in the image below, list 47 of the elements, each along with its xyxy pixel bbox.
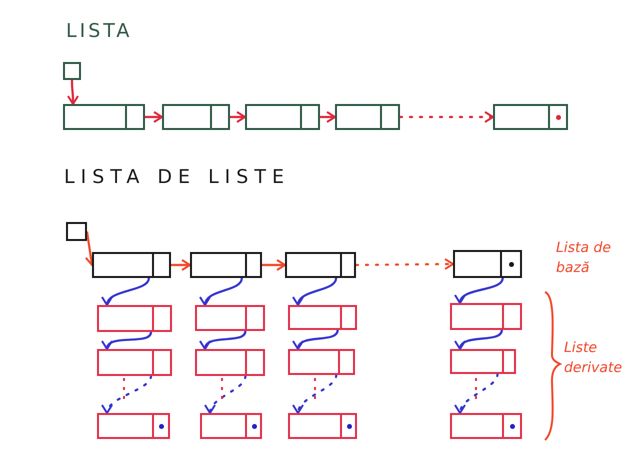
arrow [354, 258, 454, 270]
arrow [456, 278, 504, 304]
arrow [103, 332, 152, 350]
arrow [200, 330, 246, 350]
list-node-box [195, 349, 265, 376]
list-node-box [97, 349, 172, 376]
arrow [294, 330, 339, 350]
list-node-box [288, 413, 357, 439]
heading: LISTA [66, 20, 132, 42]
arrow [230, 111, 246, 123]
arrow [102, 374, 152, 414]
list-node-box [335, 104, 400, 130]
annotation-text: Lista de bază [556, 239, 612, 278]
list-node-box [92, 252, 171, 278]
arrow [398, 111, 494, 123]
list-node-box [195, 305, 265, 331]
list-node-box [493, 104, 568, 130]
arrow [66, 80, 79, 105]
annotation-text: Liste derivate [564, 339, 624, 378]
arrow [145, 111, 163, 123]
list-node-box [162, 104, 230, 130]
arrow [262, 259, 286, 271]
arrow [171, 259, 191, 271]
list-node-box [450, 413, 522, 439]
arrow [294, 278, 338, 306]
arrow [206, 374, 246, 414]
list-node-box [97, 413, 170, 439]
arrow [294, 374, 338, 414]
head-pointer-box [66, 222, 87, 241]
list-node-box [288, 349, 355, 375]
list-node-box [200, 413, 262, 439]
heading: LISTA DE LISTE [64, 166, 290, 188]
head-pointer-box [63, 62, 81, 80]
arrow [102, 278, 150, 306]
list-node-box [450, 303, 522, 330]
list-node-box [245, 104, 320, 130]
list-node-box [97, 305, 172, 332]
arrow [456, 372, 499, 414]
arrow [456, 330, 503, 350]
list-node-box [190, 252, 262, 278]
arrow [320, 111, 336, 123]
list-node-box [63, 104, 145, 130]
arrow [200, 278, 243, 306]
list-node-box [450, 349, 516, 374]
list-node-box [288, 305, 357, 330]
list-node-box [285, 252, 356, 278]
list-node-box [453, 250, 522, 278]
